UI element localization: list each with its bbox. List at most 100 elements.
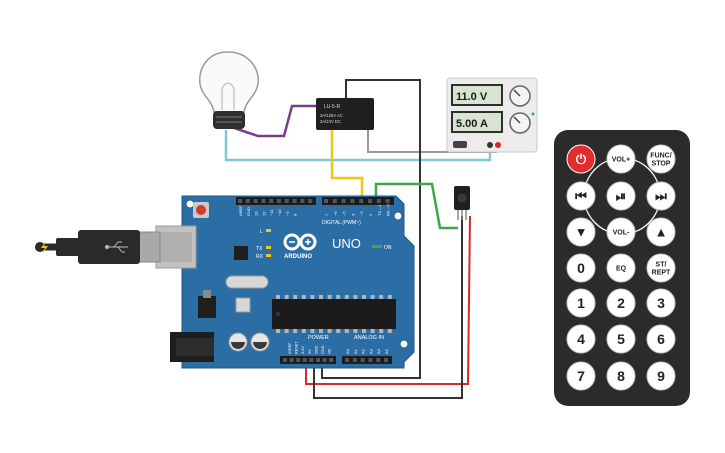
remote-button-func-stop[interactable]: FUNC/STOP bbox=[646, 144, 676, 174]
remote-button-digit-5[interactable]: 5 bbox=[606, 324, 636, 354]
arduino-model-text: UNO bbox=[332, 236, 361, 251]
remote-button-digit-6[interactable]: 6 bbox=[646, 324, 676, 354]
remote-button-label: ▼ bbox=[575, 225, 588, 240]
atmega-chip bbox=[272, 299, 396, 329]
power-supply[interactable]: 11.0 V 5.00 A bbox=[446, 77, 538, 153]
remote-button-power[interactable]: ⏻ bbox=[566, 144, 596, 174]
digital-pin-label: 4 bbox=[350, 213, 355, 216]
remote-button-label: ⏻ bbox=[576, 152, 587, 167]
chip-pins-bottom bbox=[276, 329, 392, 333]
bulb-filament bbox=[221, 82, 235, 110]
remote-button-digit-9[interactable]: 9 bbox=[646, 361, 676, 391]
remote-button-st-rept[interactable]: ST/REPT bbox=[646, 253, 676, 283]
ir-remote[interactable]: ⏻ VOL+ FUNC/STOP ⏮ ⏯ ⏭ ▼ VOL- ▲ 0 EQ ST/REPT 1 2 3 4 5 6 7… bbox=[554, 130, 690, 406]
wire-teal[interactable] bbox=[224, 130, 492, 162]
digital-pin-label: RX←0 bbox=[386, 203, 391, 216]
remote-button-digit-4[interactable]: 4 bbox=[566, 324, 596, 354]
remote-button-label: EQ bbox=[616, 265, 627, 272]
remote-button-digit-2[interactable]: 2 bbox=[606, 288, 636, 318]
digital-pin-label: 2 bbox=[368, 213, 373, 216]
digital-header-right[interactable] bbox=[322, 197, 394, 205]
remote-button-label: VOL- bbox=[613, 229, 630, 236]
remote-button-eq[interactable]: EQ bbox=[606, 253, 636, 283]
digital-pin-label: ~3 bbox=[359, 211, 364, 216]
voltage-display: 11.0 V bbox=[456, 91, 488, 103]
usb-chip bbox=[234, 246, 248, 260]
remote-button-play-pause[interactable]: ⏯ bbox=[606, 181, 636, 211]
remote-button-vol-up[interactable]: VOL+ bbox=[606, 144, 636, 174]
digital-header-left[interactable] bbox=[236, 197, 316, 205]
analog-pin-label: A2 bbox=[361, 348, 366, 354]
remote-button-label: 5 bbox=[617, 331, 625, 347]
usb-cable[interactable] bbox=[35, 230, 161, 264]
led-on-label: ON bbox=[384, 245, 392, 251]
remote-button-label: 2 bbox=[617, 295, 625, 311]
analog-label: ANALOG IN bbox=[354, 335, 384, 341]
power-pin-label: RESET bbox=[295, 341, 299, 354]
power-header[interactable] bbox=[280, 356, 336, 364]
wire-yellow[interactable] bbox=[330, 128, 364, 204]
psu-terminal-positive[interactable] bbox=[495, 142, 501, 148]
remote-button-digit-8[interactable]: 8 bbox=[606, 361, 636, 391]
power-label: POWER bbox=[308, 335, 329, 341]
digital-pin-label: ~9 bbox=[285, 211, 290, 216]
relay-rating-2: 3A/24V DC bbox=[320, 119, 341, 124]
voltage-regulator bbox=[198, 296, 216, 318]
digital-pin-label: 8 bbox=[293, 213, 298, 216]
led-on bbox=[372, 245, 382, 248]
remote-button-label: ⏮ bbox=[575, 189, 587, 204]
wire-black-ir[interactable] bbox=[313, 216, 463, 399]
remote-button-digit-1[interactable]: 1 bbox=[566, 288, 596, 318]
remote-button-label: 4 bbox=[577, 331, 585, 347]
psu-terminal-negative[interactable] bbox=[487, 142, 493, 148]
power-pin-label: GND bbox=[314, 345, 318, 354]
current-display: 5.00 A bbox=[456, 118, 488, 130]
analog-pin-label: A0 bbox=[345, 348, 350, 354]
analog-header[interactable] bbox=[342, 356, 392, 364]
remote-button-prev[interactable]: ⏮ bbox=[566, 181, 596, 211]
relay[interactable]: LU-5-R 3A/125V AC 3A/24V DC bbox=[316, 98, 374, 130]
wire-purple[interactable] bbox=[233, 104, 318, 138]
digital-pin-label: ~11 bbox=[269, 209, 274, 216]
power-pin-label: 3.3V bbox=[301, 346, 305, 354]
wire-red[interactable] bbox=[305, 215, 471, 385]
remote-button-vol-down[interactable]: VOL- bbox=[606, 217, 636, 247]
usb-icon bbox=[105, 241, 128, 253]
remote-button-label: ▲ bbox=[655, 225, 668, 240]
remote-button-label: ⏯ bbox=[616, 189, 626, 204]
digital-pin-label: 13 bbox=[254, 211, 259, 216]
power-pin-label: GND bbox=[321, 345, 325, 354]
bottom-header-holes bbox=[283, 358, 388, 362]
analog-pin-label: A1 bbox=[353, 348, 358, 354]
remote-button-digit-7[interactable]: 7 bbox=[566, 361, 596, 391]
led-tx-label: TX bbox=[256, 246, 263, 252]
power-pin-label: Vin bbox=[328, 349, 332, 354]
remote-button-up[interactable]: ▲ bbox=[646, 217, 676, 247]
lightning-icon bbox=[41, 241, 48, 254]
remote-button-digit-3[interactable]: 3 bbox=[646, 288, 676, 318]
ir-receiver[interactable] bbox=[454, 186, 470, 220]
analog-pin-label: A5 bbox=[384, 348, 389, 354]
remote-button-label: 6 bbox=[657, 331, 665, 347]
digital-label: DIGITAL (PWM~) bbox=[322, 220, 361, 226]
relay-body bbox=[316, 98, 374, 130]
psu-switch[interactable] bbox=[453, 141, 467, 148]
remote-button-label: REPT bbox=[652, 269, 671, 276]
remote-button-next[interactable]: ⏭ bbox=[646, 181, 676, 211]
digital-pin-label: 7 bbox=[324, 213, 329, 216]
remote-button-down[interactable]: ▼ bbox=[566, 217, 596, 247]
remote-button-label: 8 bbox=[617, 368, 625, 384]
relay-rating-1: 3A/125V AC bbox=[320, 113, 343, 118]
wire-black-relay[interactable] bbox=[321, 79, 421, 379]
light-bulb[interactable] bbox=[199, 51, 259, 129]
remote-button-digit-0[interactable]: 0 bbox=[566, 253, 596, 283]
analog-pin-label: A3 bbox=[368, 348, 373, 354]
led-rx bbox=[266, 254, 271, 257]
digital-header-holes bbox=[238, 199, 390, 203]
ir-lens bbox=[457, 193, 467, 203]
wire-green[interactable] bbox=[374, 182, 458, 230]
